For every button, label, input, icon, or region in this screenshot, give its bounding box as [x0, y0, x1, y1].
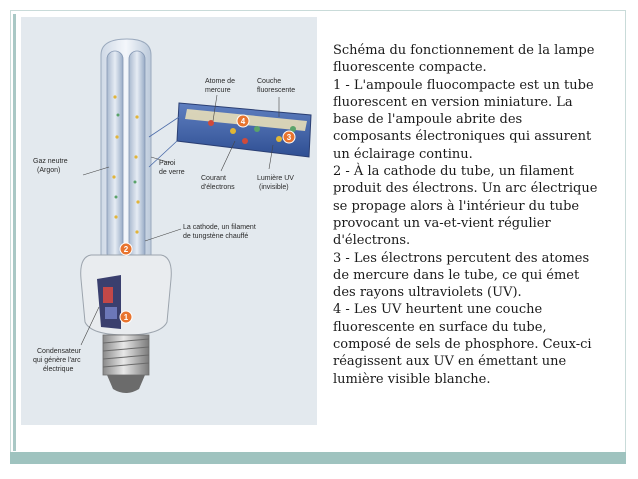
circuit-component	[105, 307, 117, 319]
caption-step-3: 3 - Les électrons percutent des atomes d…	[333, 250, 603, 302]
capacitor-component	[103, 287, 113, 303]
label-capacitor: Condensateur qui génère l'arc électrique	[33, 348, 83, 373]
label-fluorescent-layer: Couche fluorescente	[257, 78, 295, 94]
label-cathode: La cathode, un filament de tungstène cha…	[183, 224, 258, 240]
cfl-lamp-diagram: 3 4 2 1 Atome de mercure Couche fluores	[21, 17, 317, 425]
caption-title: Schéma du fonctionnement de la lampe flu…	[333, 42, 603, 77]
caption-step-4: 4 - Les UV heurtent une couche fluoresce…	[333, 301, 603, 387]
cap-contact	[107, 375, 145, 393]
label-uv-light: Lumière UV (invisible)	[257, 175, 296, 191]
caption-text: Schéma du fonctionnement de la lampe flu…	[333, 42, 603, 388]
bottom-accent-band	[10, 452, 626, 464]
marker-1-label: 1	[124, 313, 129, 322]
caption-step-1: 1 - L'ampoule fluocompacte est un tube f…	[333, 77, 603, 163]
marker-3-label: 3	[287, 133, 292, 142]
label-mercury-atom: Atome de mercure	[205, 78, 237, 94]
label-electron-current: Courant d'électrons	[201, 175, 235, 191]
inner-tube-left	[107, 51, 123, 261]
caption-step-2: 2 - À la cathode du tube, un filament pr…	[333, 163, 603, 249]
label-neutral-gas: Gaz neutre (Argon)	[33, 158, 70, 174]
marker-2-label: 2	[124, 245, 129, 254]
left-accent-rule	[13, 14, 16, 451]
label-glass-wall: Paroi de verre	[159, 160, 185, 176]
cfl-lamp-illustration: 3 4 2 1 Atome de mercure Couche fluores	[21, 17, 317, 425]
marker-4-label: 4	[241, 117, 246, 126]
